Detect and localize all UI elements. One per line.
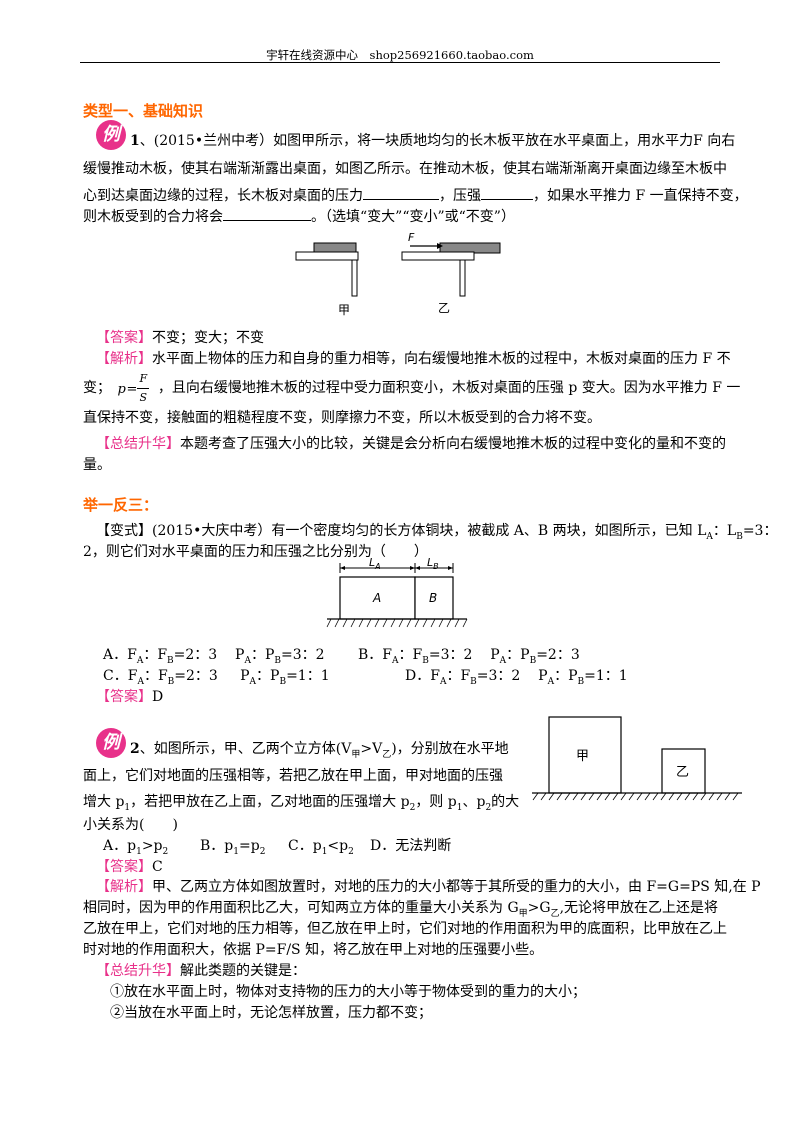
figure-blocks-ab: LA LB A B [326, 556, 468, 628]
ex2-analysis-line-3: 乙放在甲上，它们对地的压力相等，但乙放在甲上时，它们对地的作用面积为甲的底面积，… [83, 921, 727, 937]
ex2-analysis-line-2: 相同时，因为甲的作用面积比乙大，可知两立方体的重量大小关系为 G甲>G乙,无论将… [83, 900, 719, 919]
ex2-summary-point-1: ①放在水平面上时，物体对支持物的压力的大小等于物体受到的重力的大小； [110, 984, 586, 1000]
example-badge-2: 例 [96, 728, 126, 758]
variant-line-2: 2，则它们对水平桌面的压力和压强之比分别为（ ） [83, 544, 428, 560]
force-arrow-head [437, 243, 443, 249]
ex1-summary-line-1: 【总结升华】本题考查了压强大小的比较，关键是会分析向右缓慢地推木板的过程中变化的… [96, 436, 726, 452]
formula-p-f-over-s: p = F S [115, 372, 153, 404]
ex1-analysis-line-3: 直保持不变，接触面的粗糙程度不变，则摩擦力不变，所以木板受到的合力将不变。 [83, 410, 601, 426]
cube-jia-label: 甲 [576, 749, 589, 764]
ex1-summary-line-2: 量。 [83, 457, 111, 473]
variant-option-a: A．FA：FB=2：3 PA：PB=3：2 [103, 647, 325, 666]
ex1-answer: 【答案】不变；变大；不变 [96, 330, 264, 346]
ex1-analysis-line-2: 变； p = F S ，且向右缓慢地推木板的过程中受力面积变小，木板对桌面的压强… [83, 372, 741, 404]
header-rule [80, 62, 720, 63]
ex2-analysis-line-4: 时对地的作用面积大，依据 P=F/S 知，将乙放在甲上对地的压强要小些。 [83, 942, 544, 958]
table-leg-yi [459, 259, 466, 297]
blank-pressure-force [363, 199, 439, 200]
ex2-option-d: D．无法判断 [370, 838, 452, 854]
ground-hatch-ab [326, 618, 468, 628]
ex2-option-a: A．p1>p2 [103, 838, 169, 857]
block-a-label: A [372, 591, 381, 605]
page-header: 宇轩在线资源中心 shop256921660.taobao.com [266, 48, 534, 62]
figure-cubes-jia-yi: 甲 乙 [532, 716, 742, 801]
ex2-line-4: 小关系为( ) [83, 817, 178, 833]
section-title-basics: 类型一、基础知识 [83, 102, 204, 120]
ex1-analysis-line-1: 【解析】水平面上物体的压力和自身的重力相等，向右缓慢地推木板的过程中，木板对桌面… [96, 351, 731, 367]
ex2-answer: 【答案】C [96, 859, 163, 875]
table-top-jia [295, 251, 359, 261]
block-b-label: B [429, 591, 437, 605]
ex2-option-c: C．p1<p2 [288, 838, 354, 857]
fig-la-label: LA [369, 556, 381, 571]
fig-force-label: F [408, 231, 415, 244]
ex2-line-1: 2、如图所示，甲、乙两个立方体(V甲>V乙)，分别放在水平地 [130, 741, 509, 760]
variant-option-b: B．FA：FB=3：2 PA：PB=2：3 [358, 647, 580, 666]
variant-option-c: C．FA：FB=2：3 PA：PB=1：1 [103, 668, 330, 687]
variant-line-1: 【变式】(2015•大庆中考）有一个密度均匀的长方体铜块，被截成 A、B 两块，… [96, 523, 778, 542]
ground-hatch-cubes [532, 792, 739, 801]
variant-answer: 【答案】D [96, 689, 164, 705]
cube-yi [661, 748, 706, 794]
cube-yi-label: 乙 [676, 765, 689, 780]
ex1-line-1: 1、(2015•兰州中考）如图甲所示，将一块质地均匀的长木板平放在水平桌面上，用… [130, 133, 736, 149]
fig-label-jia: 甲 [338, 303, 350, 317]
ex1-line-3: 心到达桌面边缘的过程，长木板对桌面的压力，压强，如果水平推力 F 一直保持不变， [83, 188, 748, 204]
table-top-yi [401, 251, 475, 261]
ex2-line-2: 面上，它们对地面的压强相等，若把乙放在甲上面，甲对地面的压强 [83, 768, 503, 784]
section-title-practice: 举一反三： [83, 496, 159, 514]
example-badge-1: 例 [96, 120, 126, 150]
ex1-line-2: 缓慢推动木板，使其右端渐渐露出桌面，如图乙所示。在推动木板，使其右端渐渐离开桌面… [83, 161, 727, 177]
figure-board-table: 甲 F 乙 [295, 231, 501, 317]
blank-pressure [481, 199, 533, 200]
ex2-summary-intro: 【总结升华】解此类题的关键是： [96, 963, 306, 979]
ex2-line-3: 增大 p1，若把甲放在乙上面，乙对地面的压强增大 p2，则 p1、p2的大 [83, 794, 520, 813]
ex2-summary-point-2: ②当放在水平面上时，无论怎样放置，压力都不变； [110, 1005, 432, 1021]
figure-jia-group: 甲 [295, 242, 359, 317]
cube-jia [548, 716, 622, 794]
ex2-analysis-line-1: 【解析】甲、乙两立方体如图放置时，对地的压力的大小都等于其所受的重力的大小，由 … [96, 879, 761, 895]
table-leg-jia [351, 259, 358, 297]
variant-option-d: D．FA：FB=3：2 PA：PB=1：1 [405, 668, 628, 687]
block-b [414, 576, 454, 620]
fig-label-yi: 乙 [438, 301, 450, 315]
figure-yi-group: F 乙 [401, 231, 501, 315]
ex1-line-4: 则木板受到的合力将会。（选填“变大”“变小”或“不变”） [83, 209, 515, 225]
ex2-option-b: B．p1=p2 [200, 838, 266, 857]
fig-lb-label: LB [427, 556, 439, 571]
blank-net-force [223, 220, 311, 221]
